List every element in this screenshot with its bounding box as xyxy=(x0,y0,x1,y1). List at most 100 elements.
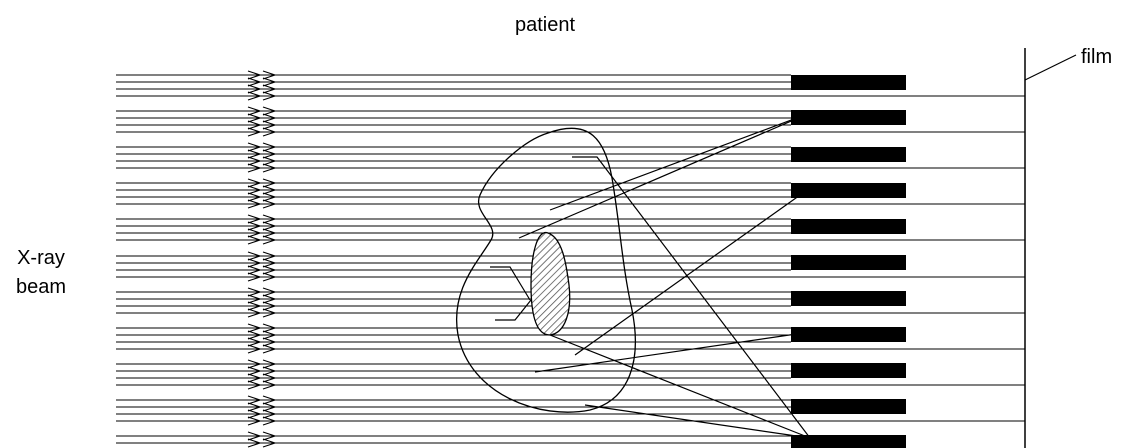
beam-chevron xyxy=(262,395,277,405)
beam-chevron xyxy=(247,301,262,311)
beam-chevron xyxy=(247,251,262,261)
beam-chevron xyxy=(262,113,277,123)
beam-chevron xyxy=(262,214,277,224)
beam-chevron xyxy=(262,192,277,202)
tumor-region xyxy=(530,232,571,336)
beam-chevron xyxy=(247,192,262,202)
beam-chevron xyxy=(247,214,262,224)
beam-chevron xyxy=(247,235,262,245)
patient-label: patient xyxy=(515,14,575,36)
grid-slat xyxy=(791,363,906,378)
beam-chevron xyxy=(247,366,262,376)
beam-chevron xyxy=(247,416,262,426)
beam-chevrons xyxy=(247,70,277,448)
beam-chevron xyxy=(247,127,262,137)
grid-slat xyxy=(791,291,906,306)
beam-chevron xyxy=(262,149,277,159)
beam-chevron xyxy=(262,120,277,130)
beam-chevron xyxy=(262,251,277,261)
beam-chevron xyxy=(262,409,277,419)
beam-chevron xyxy=(262,431,277,441)
beam-chevron xyxy=(247,84,262,94)
beam-chevron xyxy=(262,330,277,340)
beam-chevron xyxy=(262,380,277,390)
beam-chevron xyxy=(262,185,277,195)
beam-chevron xyxy=(247,287,262,297)
beam-chevron xyxy=(262,416,277,426)
grid-slat xyxy=(791,255,906,270)
beam-chevron xyxy=(247,409,262,419)
beam-chevron xyxy=(262,106,277,116)
beam-chevron xyxy=(247,330,262,340)
beam-chevron xyxy=(262,235,277,245)
beam-chevron xyxy=(247,185,262,195)
anti-scatter-grid xyxy=(791,75,906,448)
beam-chevron xyxy=(247,308,262,318)
grid-slat xyxy=(791,110,906,125)
scatter-rays xyxy=(490,112,811,439)
film-label: film xyxy=(1081,46,1112,68)
beam-chevron xyxy=(262,272,277,282)
beam-chevron xyxy=(247,265,262,275)
beam-chevron xyxy=(262,402,277,412)
grid-slat xyxy=(791,183,906,198)
beam-chevron xyxy=(262,344,277,354)
beam-chevron xyxy=(247,106,262,116)
beam-chevron xyxy=(262,77,277,87)
beam-chevron xyxy=(247,323,262,333)
beam-chevron xyxy=(247,431,262,441)
beam-chevron xyxy=(247,294,262,304)
beam-chevron xyxy=(262,438,277,448)
beam-chevron xyxy=(262,163,277,173)
beam-chevron xyxy=(262,142,277,152)
beam-chevron xyxy=(247,199,262,209)
beam-chevron xyxy=(262,127,277,137)
beam-chevron xyxy=(262,359,277,369)
beam-chevron xyxy=(247,113,262,123)
patient-outline xyxy=(456,127,636,413)
beam-chevron xyxy=(262,301,277,311)
beam-chevron xyxy=(262,308,277,318)
beam-chevron xyxy=(262,323,277,333)
beam-chevron xyxy=(247,149,262,159)
beam-chevron xyxy=(247,120,262,130)
beam-chevron xyxy=(247,380,262,390)
grid-slat xyxy=(791,147,906,162)
film-leader-line xyxy=(1024,54,1077,81)
beam-chevron xyxy=(247,77,262,87)
beam-chevron xyxy=(262,221,277,231)
beam-chevron xyxy=(247,337,262,347)
beam-chevron xyxy=(262,91,277,101)
beam-chevron xyxy=(247,272,262,282)
beam-chevron xyxy=(247,344,262,354)
beam-chevron xyxy=(247,163,262,173)
beam-chevron xyxy=(262,265,277,275)
beam-chevron xyxy=(262,70,277,80)
beam-chevron xyxy=(262,258,277,268)
beam-chevron xyxy=(262,156,277,166)
beam-chevron xyxy=(262,294,277,304)
beam-chevron xyxy=(247,221,262,231)
beam-chevron xyxy=(262,199,277,209)
beam-chevron xyxy=(247,373,262,383)
beam-chevron xyxy=(262,84,277,94)
beam-chevron xyxy=(247,228,262,238)
grid-slat xyxy=(791,75,906,90)
grid-slat xyxy=(791,219,906,234)
grid-slat xyxy=(791,399,906,414)
beam-chevron xyxy=(247,142,262,152)
xray-beam-lines xyxy=(116,74,1025,444)
beam-chevron xyxy=(247,395,262,405)
beam-chevron xyxy=(247,359,262,369)
xray-beam-label-line2: beam xyxy=(16,276,66,298)
beam-chevron xyxy=(247,156,262,166)
beam-chevron xyxy=(262,287,277,297)
beam-chevron xyxy=(262,366,277,376)
grid-slat xyxy=(791,435,906,448)
beam-chevron xyxy=(247,178,262,188)
beam-chevron xyxy=(262,228,277,238)
beam-chevron xyxy=(247,91,262,101)
beam-chevron xyxy=(262,373,277,383)
beam-chevron xyxy=(247,438,262,448)
